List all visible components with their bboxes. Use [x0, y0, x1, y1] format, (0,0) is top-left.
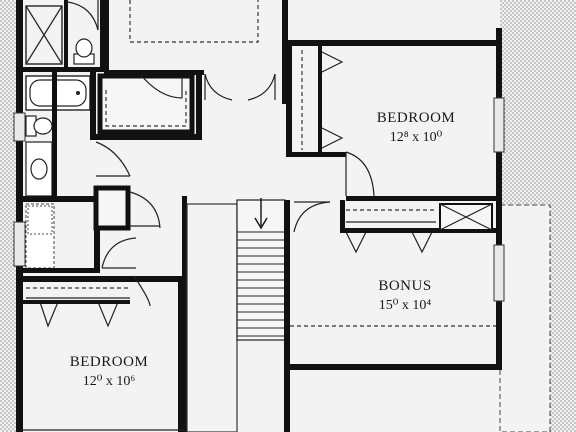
wall-bath2-right — [94, 228, 100, 270]
bathtub-icon — [25, 75, 91, 111]
wall-bath-bottom — [20, 67, 106, 72]
bedroom-right-dims: 12⁸ x 10⁰ — [390, 130, 443, 145]
wall-bonus-closet-bottom — [340, 228, 500, 233]
wall-top-right — [286, 40, 502, 46]
wall-closet-right — [90, 72, 96, 138]
exterior-left — [0, 0, 20, 432]
window-left-lower — [13, 221, 26, 267]
bath-2-fixture-b — [27, 205, 53, 235]
wall-top-closet-bottom — [104, 70, 204, 75]
wall-left-exterior — [16, 0, 23, 432]
shower-stall — [25, 5, 63, 65]
toilet-icon-2 — [25, 115, 53, 137]
wall-bedroom-bottom — [346, 196, 500, 201]
wall-bonus-closet-left — [340, 200, 345, 230]
window-left-upper — [13, 112, 26, 142]
wall-left-closet-top — [20, 276, 180, 282]
wall-bath-mid — [20, 196, 106, 202]
small-closet — [93, 185, 131, 231]
wall-bottom-right — [286, 364, 502, 370]
wall-closet-bottom — [90, 134, 196, 140]
wall-top-closet-left — [104, 0, 109, 72]
wall-bath-east — [52, 72, 57, 198]
linen-closet — [97, 73, 195, 135]
wall-stair-right — [284, 200, 290, 432]
bath-2-fixture — [25, 203, 55, 269]
wall-left-bedroom-right — [178, 276, 184, 432]
window-right-bedroom — [493, 97, 505, 153]
bedroom-left-name: BEDROOM — [70, 354, 149, 370]
wall-bedroom-closet-divider — [318, 46, 322, 156]
bonus-dims: 15⁰ x 10⁴ — [379, 298, 432, 313]
wall-top-closet-right — [282, 0, 288, 104]
wall-bath2-bottom — [20, 268, 100, 273]
stair-down-arrow-icon — [254, 198, 268, 230]
wall-stair-left — [182, 196, 187, 432]
wall-bedroom-right-left — [286, 44, 292, 156]
bedroom-left-dims: 12⁰ x 10⁶ — [83, 374, 136, 389]
toilet-icon — [73, 38, 95, 65]
wall-hall-top-left — [196, 70, 202, 140]
stair-landing — [186, 203, 238, 432]
stair-tread-lines — [237, 231, 285, 337]
wall-bath-right — [100, 0, 106, 70]
bedroom-right-name: BEDROOM — [377, 110, 456, 126]
bonus-name: BONUS — [378, 278, 431, 294]
roof-area-right — [499, 204, 551, 432]
wall-bedroom-bottom-left — [286, 152, 346, 157]
wall-shower-right — [64, 0, 68, 67]
wall-left-closet-bottom — [20, 300, 130, 304]
window-right-bonus — [493, 244, 505, 302]
sink-icon — [25, 141, 53, 197]
